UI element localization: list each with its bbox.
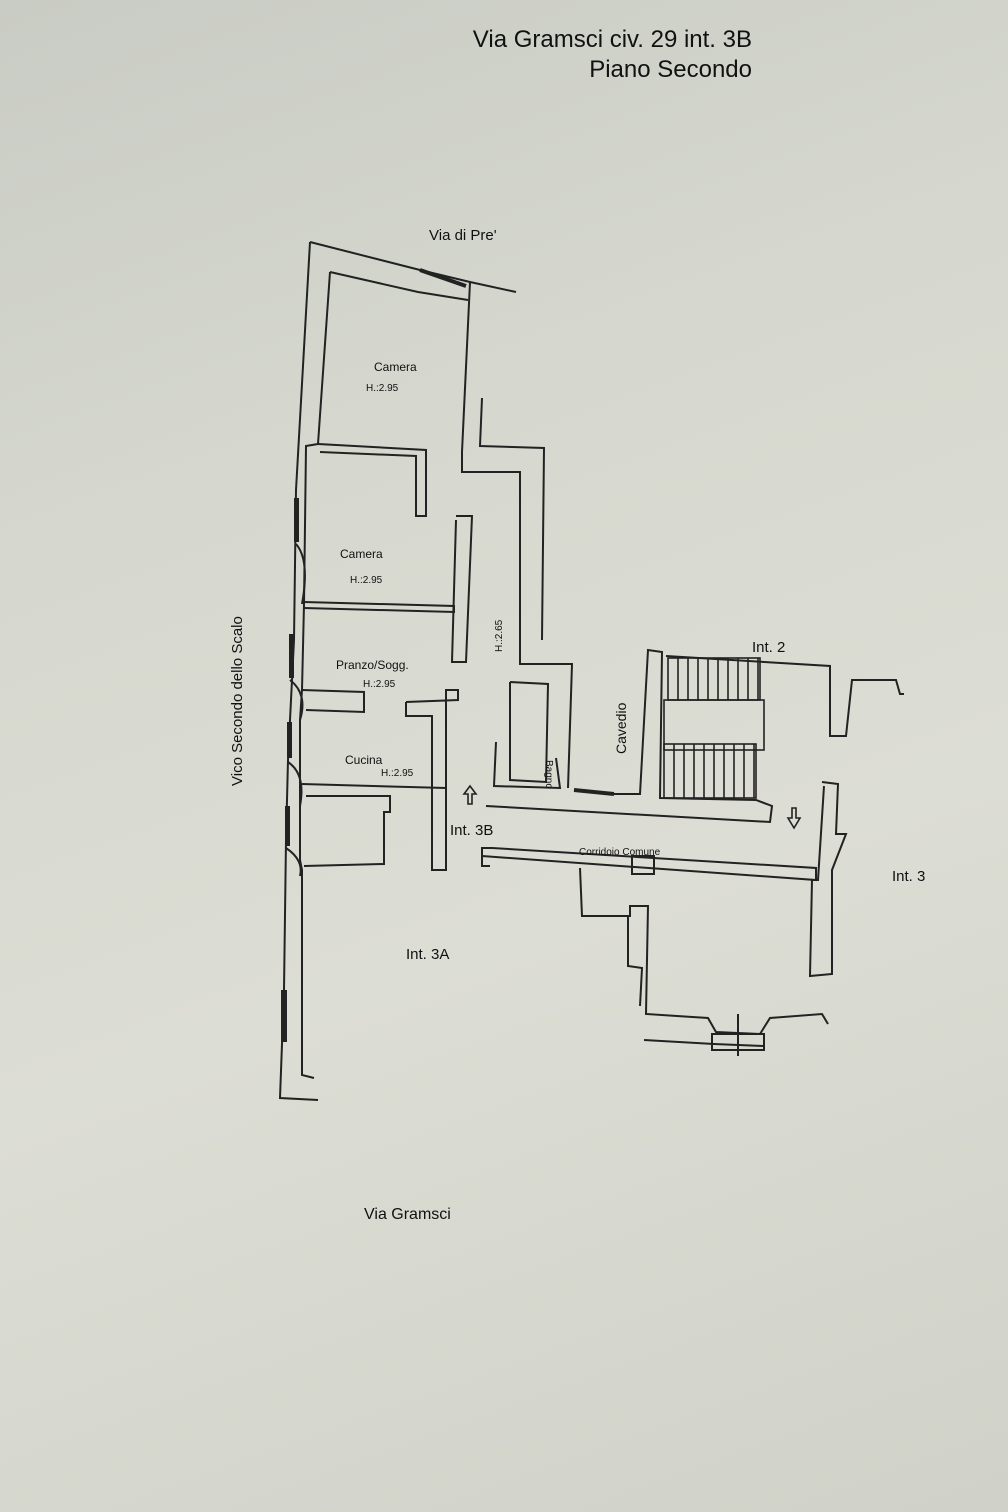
west-wall-inner	[299, 271, 331, 1079]
southeast-wall	[579, 867, 829, 1036]
partition-pranzo	[303, 601, 455, 614]
staircase	[663, 657, 765, 799]
window-int3a	[281, 990, 287, 1042]
window-camera2	[294, 498, 299, 542]
room-pranzo-name: Pranzo/Sogg.	[336, 658, 409, 672]
room-cucina-name: Cucina	[345, 753, 383, 767]
camera1-east-wall	[461, 281, 574, 789]
stair-landing	[663, 699, 765, 751]
room-pranzo-height: H.:2.95	[363, 679, 396, 690]
int2-wall	[665, 655, 904, 737]
balcony-2	[289, 679, 304, 721]
bagno-wall-outer	[492, 741, 562, 790]
room-bagno-label: Bagno	[543, 760, 554, 789]
partition-pranzo-south-2	[405, 689, 459, 871]
partition-cucina-2	[303, 795, 391, 867]
north-window	[419, 268, 467, 288]
partition-pranzo-south	[301, 689, 365, 714]
street-west-label: Vico Secondo dello Scalo	[229, 616, 246, 786]
balcony-1	[295, 543, 306, 605]
room-camera-2-height: H.:2.95	[350, 575, 383, 586]
cavedio-label: Cavedio	[613, 702, 629, 754]
stair-flight-bottom	[663, 743, 757, 799]
room-camera-1-height: H.:2.95	[366, 383, 399, 394]
up-arrow-icon	[462, 784, 478, 805]
window-pranzo	[289, 634, 294, 678]
window-cucina-b	[285, 806, 290, 846]
int3-wall	[808, 781, 848, 978]
street-south-label: Via Gramsci	[364, 1206, 451, 1223]
partition-camera	[317, 443, 427, 517]
unit-int2-label: Int. 2	[752, 639, 785, 656]
cavedio-window	[573, 788, 615, 796]
camera2-east-wall	[450, 515, 474, 663]
cavedio-wall	[485, 648, 774, 824]
floor-title: Piano Secondo	[589, 56, 752, 83]
balcony-4	[285, 847, 302, 877]
unit-int3-label: Int. 3	[892, 868, 925, 885]
address-title: Via Gramsci civ. 29 int. 3B	[472, 26, 752, 53]
street-north-label: Via di Pre'	[429, 227, 497, 244]
room-camera-2-name: Camera	[340, 547, 383, 561]
corridoio-door	[631, 855, 655, 875]
west-windows	[281, 498, 299, 1042]
walls	[278, 241, 904, 1101]
north-wall	[309, 241, 517, 293]
room-camera-1-name: Camera	[374, 360, 417, 374]
balconies	[285, 543, 306, 877]
stair-flight-top	[667, 657, 761, 701]
bagno-wall	[509, 681, 550, 784]
window-cucina-a	[287, 722, 292, 758]
corridoio-comune-label: Corridoio Comune	[579, 847, 661, 858]
stair-steps	[673, 658, 759, 798]
down-arrow-icon	[786, 807, 802, 830]
unit-int3b-label: Int. 3B	[450, 822, 493, 839]
arrows	[462, 784, 802, 830]
partition-cucina	[301, 783, 447, 789]
corridor-height-label: H.:2.65	[494, 619, 505, 652]
unit-int3a-label: Int. 3A	[406, 946, 449, 963]
southeast-bottom	[643, 1039, 765, 1047]
balcony-3	[287, 761, 303, 807]
west-wall-outer	[278, 241, 319, 1101]
room-cucina-height: H.:2.95	[381, 768, 414, 779]
north-wall-inner	[329, 271, 469, 301]
southeast-wall-inner	[627, 916, 644, 1007]
corridor-east-wall	[478, 397, 546, 641]
